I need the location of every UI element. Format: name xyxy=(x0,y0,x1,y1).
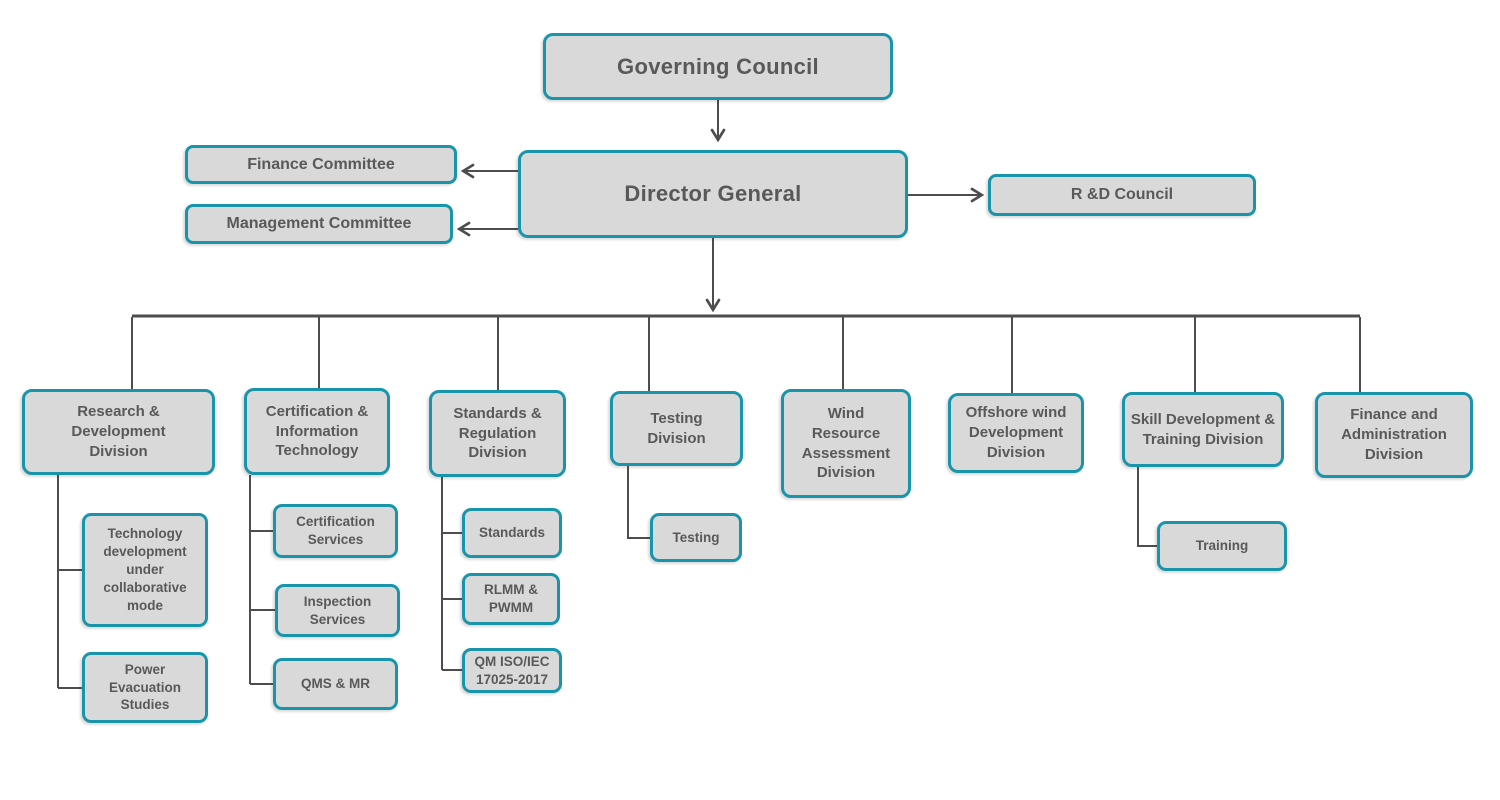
node-finance-committee: Finance Committee xyxy=(185,145,457,184)
node-training: Training xyxy=(1157,521,1287,571)
node-director-general: Director General xyxy=(518,150,908,238)
node-label: Standards xyxy=(478,525,546,541)
node-research-development-division: Research & Development Division xyxy=(22,389,215,475)
node-testing-division: Testing Division xyxy=(610,391,743,466)
node-standards: Standards xyxy=(462,508,562,558)
node-finance-administration-division: Finance and Administration Division xyxy=(1315,392,1473,478)
node-label: R &D Council xyxy=(1070,186,1174,204)
node-label: Governing Council xyxy=(617,53,819,79)
node-label: Technology development under collaborati… xyxy=(103,526,187,613)
node-label: Standards & Regulation Division xyxy=(453,404,542,462)
node-label: Inspection Services xyxy=(303,593,372,627)
node-technology-development-collaborative: Technology development under collaborati… xyxy=(82,513,208,627)
node-label: Testing Division xyxy=(647,409,706,447)
node-label: Skill Development & Training Division xyxy=(1130,410,1276,448)
node-rd-council: R &D Council xyxy=(988,174,1256,216)
node-label: RLMM & PWMM xyxy=(484,582,538,615)
node-label: Testing xyxy=(672,529,720,545)
node-label: Certification Services xyxy=(296,514,375,547)
node-label: Research & Development Division xyxy=(71,403,166,460)
node-label: Management Committee xyxy=(226,215,412,233)
node-label: QMS & MR xyxy=(301,676,370,692)
node-label: Offshore wind Development Division xyxy=(965,404,1067,461)
node-label: Certification & Information Technology xyxy=(265,402,369,460)
node-qms-mr: QMS & MR xyxy=(273,658,398,710)
node-label: Wind Resource Assessment Division xyxy=(801,404,891,482)
node-label: Finance and Administration Division xyxy=(1341,406,1447,463)
node-certification-information-technology: Certification & Information Technology xyxy=(244,388,390,475)
node-governing-council: Governing Council xyxy=(543,33,893,100)
node-standards-regulation-division: Standards & Regulation Division xyxy=(429,390,566,477)
node-management-committee: Management Committee xyxy=(185,204,453,244)
node-label: Finance Committee xyxy=(247,155,395,173)
node-testing: Testing xyxy=(650,513,742,562)
node-rlmm-pwmm: RLMM & PWMM xyxy=(462,573,560,625)
node-certification-services: Certification Services xyxy=(273,504,398,558)
node-wind-resource-assessment-division: Wind Resource Assessment Division xyxy=(781,389,911,498)
node-label: Training xyxy=(1195,538,1249,554)
node-skill-development-training-division: Skill Development & Training Division xyxy=(1122,392,1284,467)
node-power-evacuation-studies: Power Evacuation Studies xyxy=(82,652,208,723)
node-qm-iso-17025: QM ISO/IEC 17025-2017 xyxy=(462,648,562,693)
node-inspection-services: Inspection Services xyxy=(275,584,400,637)
node-offshore-wind-development-division: Offshore wind Development Division xyxy=(948,393,1084,473)
node-label: QM ISO/IEC 17025-2017 xyxy=(474,653,550,687)
node-label: Power Evacuation Studies xyxy=(108,661,182,713)
node-label: Director General xyxy=(624,181,802,207)
